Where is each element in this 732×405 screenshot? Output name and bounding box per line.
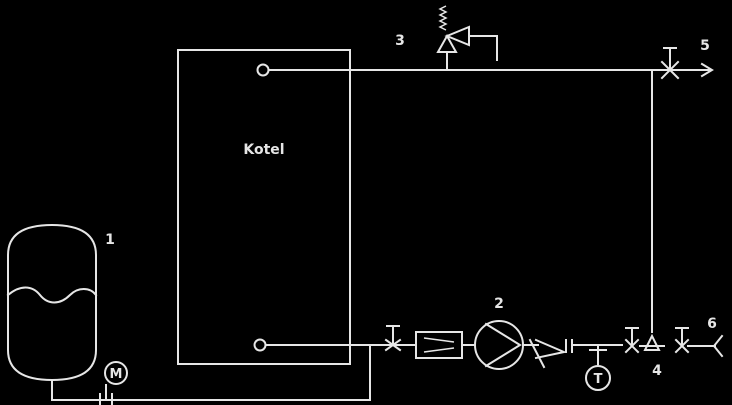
circulation-pump	[474, 320, 524, 370]
mixing-valve	[624, 327, 690, 354]
boiler-body	[177, 49, 351, 365]
manometer-label: M	[110, 367, 123, 382]
manometer	[99, 361, 128, 405]
supply-arrow-icon	[700, 62, 714, 78]
return-port	[253, 338, 267, 352]
thermometer-label: T	[594, 372, 603, 387]
marker-5: 5	[700, 38, 710, 54]
return-shutoff-valve	[384, 325, 402, 352]
supply-shutoff-valve	[660, 47, 680, 80]
marker-1: 1	[105, 232, 115, 248]
strainer	[415, 331, 463, 359]
safety-valve	[436, 5, 498, 71]
marker-6: 6	[707, 316, 717, 332]
inlet-arrow-icon	[712, 334, 724, 358]
check-valve	[528, 338, 573, 369]
thermometer	[585, 344, 611, 391]
marker-2: 2	[494, 296, 504, 312]
marker-4: 4	[652, 363, 662, 379]
marker-3: 3	[395, 33, 405, 49]
supply-port	[256, 63, 270, 77]
vessel-connection-pipe	[51, 344, 371, 401]
boiler-label: Kotel	[243, 142, 284, 158]
expansion-vessel	[6, 223, 98, 401]
